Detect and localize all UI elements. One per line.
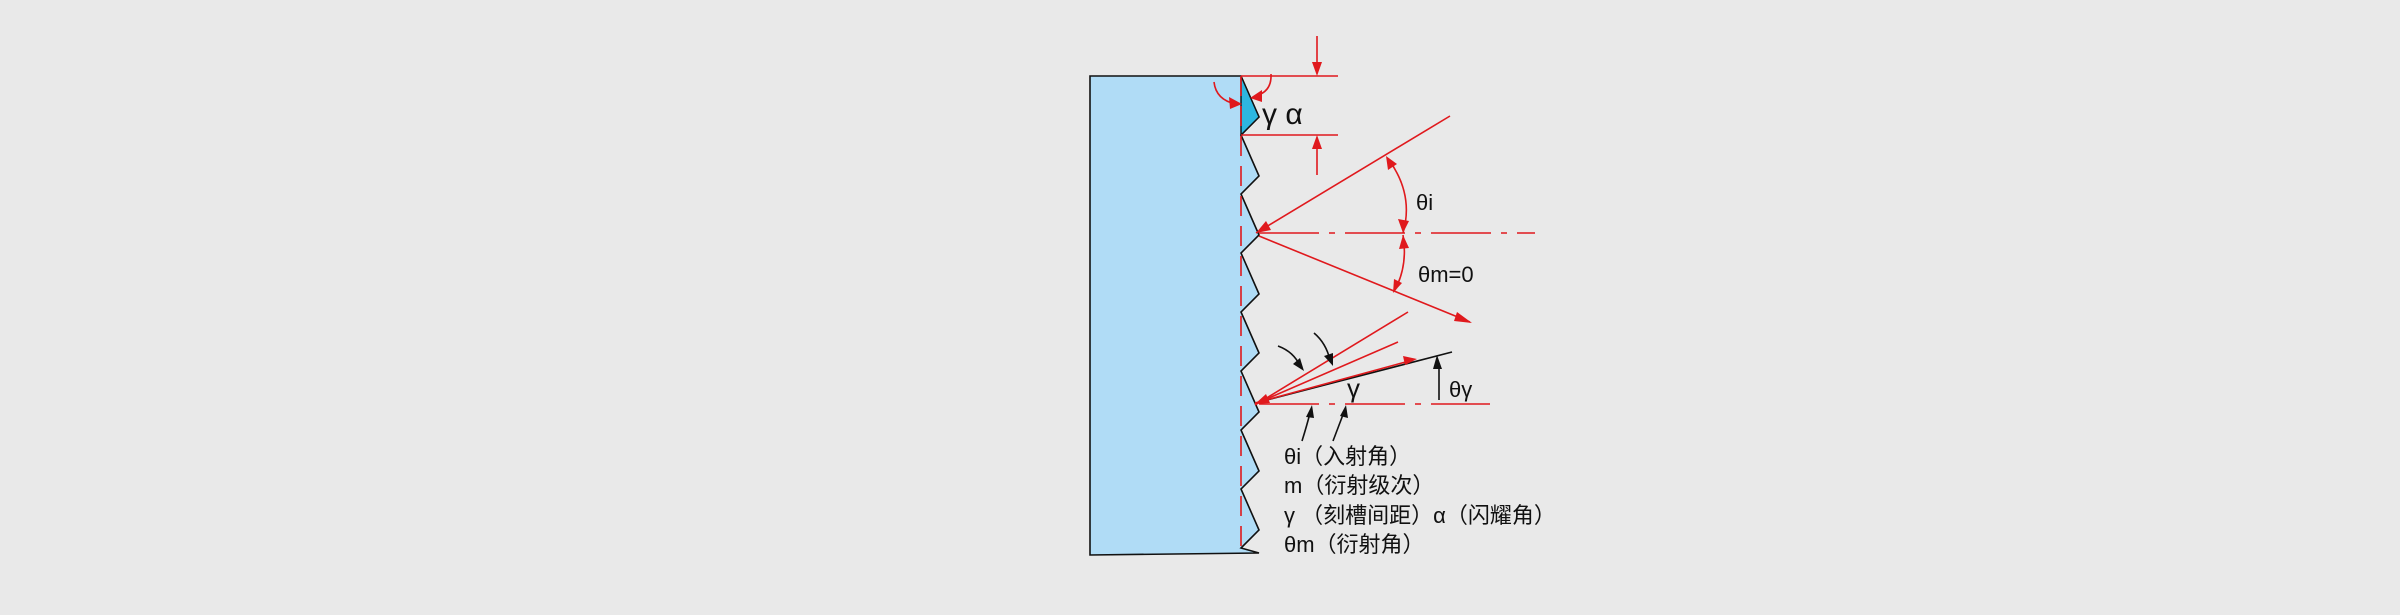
theta-gamma-head bbox=[1433, 355, 1442, 369]
theta-i-arc-head-bottom bbox=[1398, 219, 1409, 233]
legend-item-theta-i: θi（入射角） bbox=[1284, 444, 1411, 469]
theta-m-arc-head-bottom bbox=[1393, 279, 1402, 293]
reflected-ray-lower-head bbox=[1403, 356, 1417, 365]
gamma-arc-right-head bbox=[1324, 353, 1333, 366]
incoming-head bbox=[1255, 394, 1270, 404]
blaze-angle-arc-right bbox=[1254, 73, 1272, 97]
legend-item-m: m（衍射级次） bbox=[1284, 473, 1434, 498]
theta-i-arc-head-top bbox=[1386, 156, 1397, 170]
legend-item-gamma-alpha: γ （刻槽间距）α（闪耀角） bbox=[1284, 503, 1556, 528]
blaze-facet bbox=[1240, 75, 1260, 137]
angle-pointer-1-head bbox=[1306, 405, 1314, 418]
reflected-ray-lower bbox=[1254, 359, 1414, 404]
gamma-arc-left-head bbox=[1293, 358, 1304, 371]
blaze-angle-arc-left-head bbox=[1229, 97, 1242, 109]
incident-ray bbox=[1255, 115, 1451, 234]
theta-m-arc-head-top bbox=[1399, 235, 1409, 249]
diffracted-ray-m0-head bbox=[1454, 312, 1472, 323]
incident-ray-head bbox=[1256, 221, 1271, 233]
blaze-angle-arc-right-head bbox=[1250, 90, 1262, 102]
gamma-label: γ bbox=[1347, 373, 1360, 403]
theta-i-label: θi bbox=[1416, 190, 1433, 215]
theta-gamma-label: θγ bbox=[1449, 377, 1472, 402]
dim-arrow-bottom-head bbox=[1312, 135, 1322, 149]
reflected-ray-mid bbox=[1254, 341, 1399, 405]
grating-body bbox=[1089, 75, 1260, 556]
theta-m0-label: θm=0 bbox=[1418, 262, 1474, 287]
gamma-alpha-label: γ α bbox=[1262, 98, 1303, 131]
dim-arrow-top-head bbox=[1312, 62, 1322, 76]
legend-item-theta-m: θm（衍射角） bbox=[1284, 532, 1425, 557]
diffracted-ray-m0 bbox=[1258, 235, 1471, 323]
angle-pointer-2-head bbox=[1340, 405, 1348, 418]
